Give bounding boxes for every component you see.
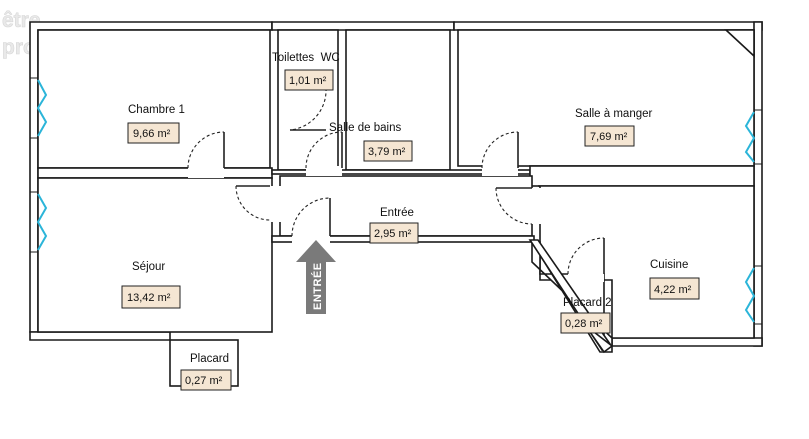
- room-name-sejour: Séjour: [132, 261, 165, 273]
- area-value-salle-de-bains: 3,79 m²: [368, 146, 406, 158]
- area-badge-sejour: [121, 285, 181, 309]
- door-placard-2[interactable]: [567, 237, 605, 282]
- door-salle-a-manger[interactable]: [481, 131, 519, 176]
- room-name-placard-2: Placard 2: [563, 297, 612, 309]
- door-chambre[interactable]: [187, 131, 225, 178]
- room-name-cuisine: Cuisine: [650, 259, 688, 271]
- window-cuisine: [744, 265, 762, 325]
- door-cuisine[interactable]: [495, 187, 542, 225]
- room-placard-2: Placard 2 0,28 m²: [560, 297, 612, 334]
- room-name-placard: Placard: [190, 353, 229, 365]
- doors: [187, 80, 605, 282]
- room-entree: Entrée 2,95 m²: [369, 207, 419, 244]
- area-value-chambre-1: 9,66 m²: [133, 128, 171, 140]
- outer-wall-top-mid: [271, 21, 455, 31]
- outer-wall-south-west: [29, 331, 171, 341]
- area-value-placard-2: 0,28 m²: [565, 318, 603, 330]
- door-salle-de-bains[interactable]: [305, 131, 343, 176]
- room-cuisine: Cuisine 4,22 m²: [649, 259, 700, 300]
- window-chambre: [30, 77, 48, 139]
- room-name-salle-de-bains: Salle de bains: [329, 122, 401, 134]
- door-entree[interactable]: [291, 197, 331, 244]
- room-chambre-1-outline: [37, 29, 271, 169]
- area-value-cuisine: 4,22 m²: [654, 284, 692, 296]
- wall-corridor-right: [529, 165, 755, 187]
- room-salle-a-manger: Salle à manger 7,69 m²: [575, 108, 653, 147]
- walls: [29, 21, 763, 387]
- entrance-arrow: ENTRÉE: [296, 240, 336, 314]
- door-toilettes[interactable]: [289, 80, 332, 131]
- area-badge-entree: [369, 222, 419, 244]
- outer-wall-east: [753, 21, 763, 347]
- room-chambre-1: Chambre 1 9,66 m²: [127, 104, 185, 144]
- room-sejour: Séjour 13,42 m²: [121, 261, 181, 309]
- area-badge-salle-de-bains: [363, 140, 413, 162]
- room-name-entree: Entrée: [380, 207, 414, 219]
- wall-chambre-sejour: [37, 167, 273, 179]
- room-toilettes: Toilettes WC 1,01 m²: [272, 52, 340, 91]
- entrance-label: ENTRÉE: [311, 262, 324, 310]
- room-name-chambre-1: Chambre 1: [128, 104, 185, 116]
- door-sejour[interactable]: [235, 185, 284, 222]
- room-name-toilettes: Toilettes WC: [272, 52, 340, 64]
- windows: [30, 77, 762, 325]
- room-salle-de-bains: Salle de bains 3,79 m²: [329, 122, 413, 162]
- area-badge-chambre-1: [127, 122, 180, 144]
- area-badge-placard-2: [560, 312, 611, 334]
- room-sejour-outline: [37, 177, 273, 333]
- area-badge-cuisine: [649, 277, 700, 300]
- window-salle-a-manger: [744, 109, 762, 165]
- area-badge-toilettes: [284, 69, 334, 91]
- area-value-toilettes: 1,01 m²: [289, 75, 327, 87]
- area-value-salle-a-manger: 7,69 m²: [590, 131, 628, 143]
- room-name-salle-a-manger: Salle à manger: [575, 108, 653, 120]
- area-badge-salle-a-manger: [584, 125, 635, 147]
- corner-chamfer-salle: [723, 29, 755, 58]
- area-value-entree: 2,95 m²: [374, 228, 412, 240]
- area-value-sejour: 13,42 m²: [127, 292, 171, 304]
- area-value-placard: 0,27 m²: [185, 375, 223, 387]
- room-placard: Placard 0,27 m²: [180, 353, 232, 391]
- area-badge-placard: [180, 369, 232, 391]
- window-sejour: [30, 191, 48, 253]
- outer-wall-top-right: [453, 21, 763, 31]
- outer-wall-south-east: [611, 337, 763, 347]
